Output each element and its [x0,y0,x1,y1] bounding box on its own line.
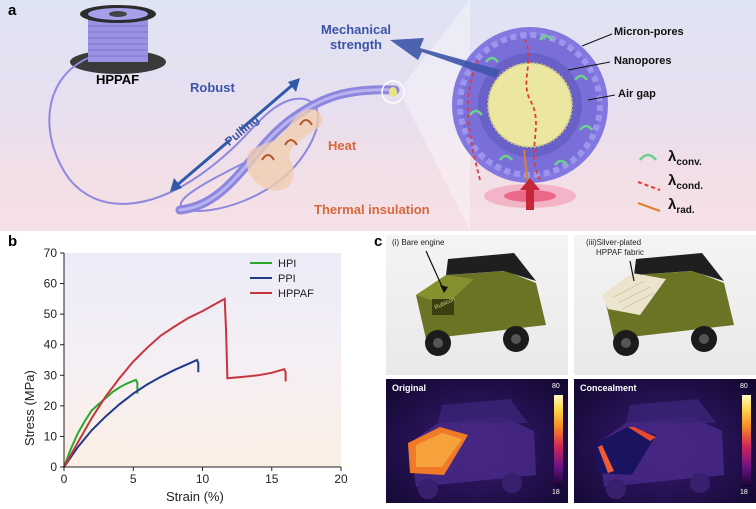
y-tick-label: 10 [44,429,58,443]
heat-label: Heat [328,138,357,153]
y-tick-label: 70 [44,246,58,260]
series-line-hppaf [63,297,287,468]
jeep-icon [416,250,546,356]
lambda-conv-label: λconv. [668,148,702,168]
x-tick-label: 10 [196,472,210,486]
scale-max-original: 80 [552,383,560,390]
original-label: Original [392,383,427,393]
y-axis-label: Stress (MPa) [22,370,37,446]
series-line-hpi [63,378,139,468]
legend-label-hppaf: HPPAF [278,288,314,300]
lambda-symbol: λ [668,148,677,165]
x-tick-label: 20 [334,472,348,486]
legend-label-hpi: HPI [278,258,296,270]
stress-strain-chart: 0 5 10 15 20 0 10 20 30 40 50 60 70 HPI PPI HPPAF [44,246,348,486]
x-axis-label: Strain (%) [166,489,224,504]
cond-legend-icon [637,181,661,191]
panel-a-illustration [48,0,661,231]
mechanical-strength-line2: strength [330,37,382,52]
panel-label-a: a [8,2,17,19]
panel-label-b: b [8,233,18,250]
rad-legend-icon [637,202,661,212]
scale-max-concealment: 80 [740,383,748,390]
x-tick-label: 5 [130,472,137,486]
series-line-ppi [63,358,200,468]
y-tick-label: 30 [44,368,58,382]
thermal-original: Original 80 18 [386,379,568,503]
thermal-concealment: Concealment 80 18 [574,379,756,503]
pull-arrow-down [175,138,231,188]
silver-plated-line1: (iii)Silver-plated [586,238,642,247]
y-tick-label: 50 [44,307,58,321]
y-tick-label: 40 [44,338,58,352]
nanopores-label: Nanopores [614,55,672,67]
y-tick-label: 60 [44,277,58,291]
panel-label-c: c [374,233,383,250]
mechanical-strength-line1: Mechanical [320,22,392,37]
plot-area [64,253,341,467]
scale-min-original: 18 [552,489,560,496]
fiber-cross-section [452,27,608,186]
air-gap-label: Air gap [618,88,656,100]
colorbar-concealment [742,395,751,487]
panel-a-schematic: a HPPAF Robust Pulling Heat Thermal insu… [0,0,756,231]
lambda-symbol: λ [668,196,677,213]
mechanical-strength-label: Mechanical strength [306,22,406,52]
silver-plated-label: (iii)Silver-plated HPPAF fabric [586,238,644,258]
colorbar-original [554,395,563,487]
jeep-covered-icon [602,253,734,356]
rad-subscript: rad. [676,205,695,216]
lambda-rad-label: λrad. [668,196,695,216]
robust-label: Robust [190,80,235,95]
strength-arrow [390,38,500,78]
pull-arrow-up [239,80,297,132]
photo-bare-engine: (i) Bare engine Rubicon [386,235,568,375]
micron-pores-label: Micron-pores [614,26,684,38]
y-tick-label: 20 [44,399,58,413]
silver-plated-line2: HPPAF fabric [596,248,644,257]
lambda-cond-label: λcond. [668,172,703,192]
bare-engine-label: (i) Bare engine [392,238,445,247]
lambda-symbol: λ [668,172,677,189]
cond-subscript: cond. [676,181,704,192]
panel-c-photos: c (i) Bare engine Rubicon (iii)Silver-p [374,231,756,509]
photo-silver-plated: (iii)Silver-plated HPPAF fabric [574,235,756,375]
conv-legend-icon [639,153,657,161]
heat-icon [246,109,323,191]
concealment-label: Concealment [580,383,637,393]
thermal-jeep-concealment [596,399,724,499]
hppaf-label: HPPAF [96,72,140,87]
fiber-spool-icon [70,5,166,74]
legend-label-ppi: PPI [278,273,296,285]
x-tick-label: 15 [265,472,279,486]
y-tick-label: 0 [50,460,57,474]
x-tick-label: 0 [61,472,68,486]
thermal-jeep-original [408,399,536,499]
thermal-insulation-label: Thermal insulation [314,202,430,217]
conv-subscript: conv. [676,157,702,168]
scale-min-concealment: 18 [740,489,748,496]
panel-b-chart: b 0 5 10 15 20 0 10 20 30 40 50 60 70 HPI PPI HPPAF St… [0,231,374,509]
